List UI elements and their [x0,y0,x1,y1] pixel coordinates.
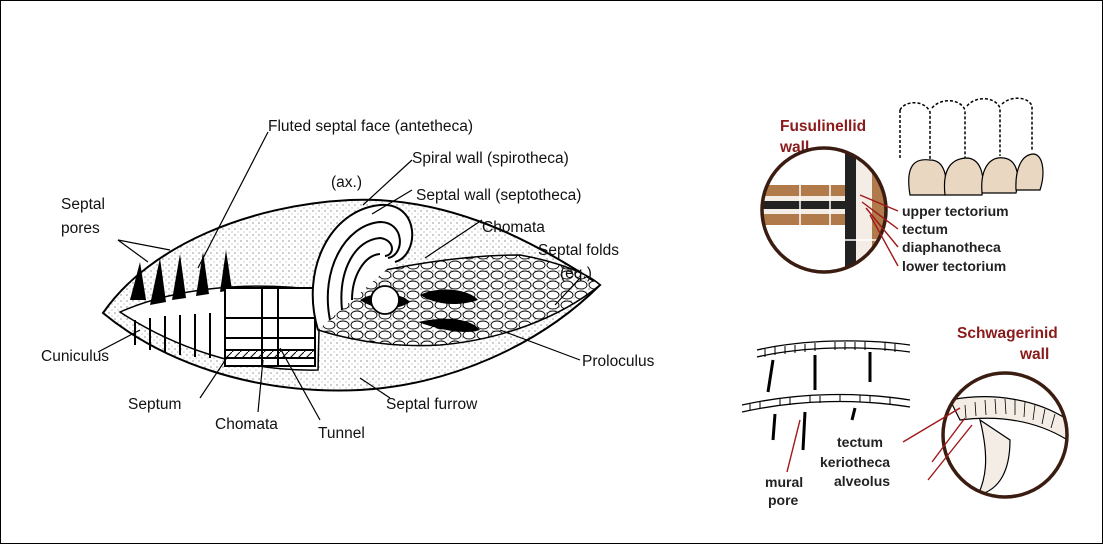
label-diaphanotheca: diaphanotheca [902,239,1001,255]
label-tectum-b: tectum [837,434,883,450]
fusulinellid-wall-detail [762,148,900,290]
schwagerinid-wall-sketch [742,341,910,450]
label-alveolus: alveolus [834,473,890,489]
label-septal-furrow: Septal furrow [386,396,478,413]
label-eq: (eq.) [560,265,592,282]
label-tunnel: Tunnel [318,425,365,442]
proloculus-circle [371,286,399,314]
label-septal-pores-2: pores [61,220,100,237]
septa-tunnels [225,288,315,366]
schwagerinid-title-2: wall [1019,346,1049,363]
label-proloculus: Proloculus [582,353,655,370]
label-septal-folds: Septal folds [538,242,619,259]
label-cuniculus: Cuniculus [41,348,109,365]
label-chomata-bottom: Chomata [215,416,278,433]
label-mural: mural [765,474,803,490]
label-tectum-a: tectum [902,221,948,237]
label-upper-tectorium: upper tectorium [902,203,1009,219]
schwagerinid-title-1: Schwagerinid [957,325,1058,342]
label-fluted-septal-face: Fluted septal face (antetheca) [268,118,473,135]
label-septal-wall: Septal wall (septotheca) [416,187,581,204]
schwagerinid-wall-detail [943,373,1075,497]
label-lower-tectorium: lower tectorium [902,258,1006,274]
label-septal-pores-1: Septal [61,196,105,213]
fusulinellid-title-1: Fusulinellid [780,118,866,135]
label-keriotheca: keriotheca [820,454,890,470]
label-ax: (ax.) [331,174,362,191]
label-spiral-wall: Spiral wall (spirotheca) [412,150,569,167]
label-pore: pore [768,492,799,508]
fusulinellid-chamber-sketch [900,98,1043,195]
label-chomata-top: Chomata [482,219,545,236]
label-septum: Septum [128,396,181,413]
